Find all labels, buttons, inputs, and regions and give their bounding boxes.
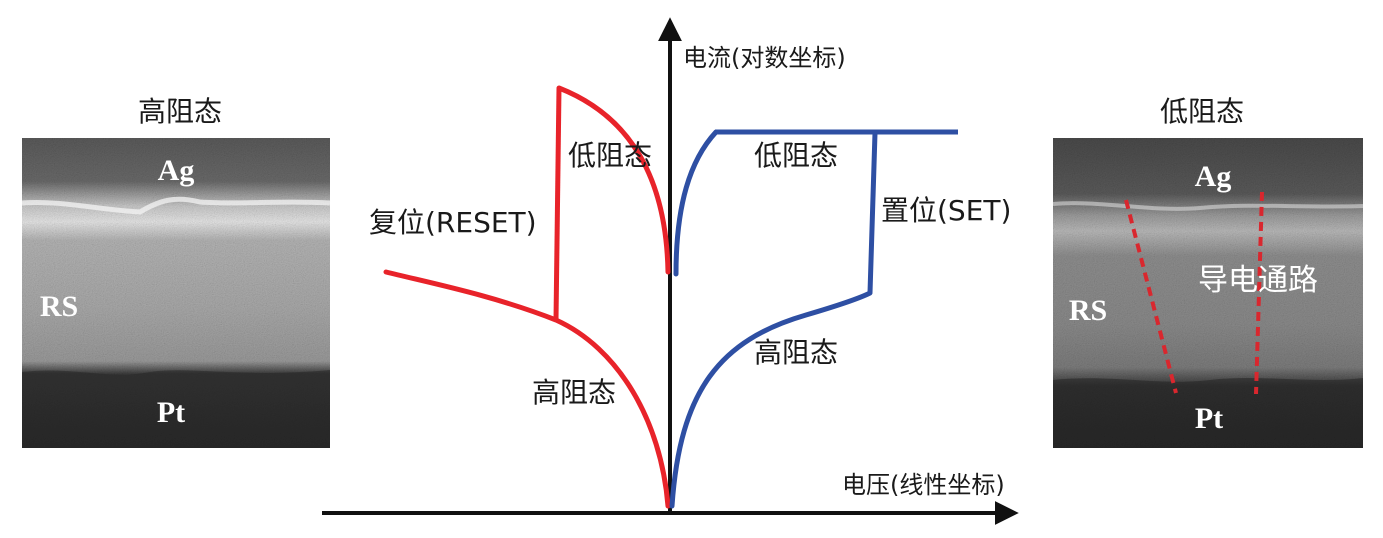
tem-pt-layer-right	[1053, 378, 1363, 448]
set-label: 置位(SET)	[881, 194, 1011, 227]
reset-label: 复位(RESET)	[369, 206, 537, 239]
tem-label-pt: Pt	[157, 396, 185, 429]
reset-low-state-label: 低阻态	[568, 139, 652, 172]
tem-panel-low-resistance: 低阻态 Ag RS Pt 导电通路	[1052, 95, 1364, 448]
reset-high-state-label: 高阻态	[532, 376, 616, 409]
voltage-axis-label: 电压(线性坐标)	[842, 471, 1005, 499]
reset-switch-line	[553, 87, 562, 321]
current-axis-label: 电流(对数坐标)	[683, 44, 846, 72]
set-curve-low-state	[673, 129, 719, 277]
tem-label-ag-right: Ag	[1195, 160, 1232, 193]
low-resistance-title: 低阻态	[1160, 95, 1244, 128]
tem-label-pt-right: Pt	[1195, 402, 1223, 435]
iv-curve-diagram: 电流(对数坐标) 电压(线性坐标) 复位(RESET) 低阻态 高阻态 置位(S…	[322, 17, 1019, 525]
reset-curve-low-state	[556, 85, 671, 275]
high-resistance-title: 高阻态	[138, 95, 222, 128]
set-high-state-label: 高阻态	[754, 336, 838, 369]
tem-interface-ag	[21, 196, 331, 215]
set-switch-line	[867, 132, 878, 294]
tem-label-rs-right: RS	[1069, 294, 1107, 327]
reset-curve-high-state	[383, 269, 671, 509]
conductive-path-label: 导电通路	[1198, 263, 1318, 298]
tem-interface-ag-right	[1052, 201, 1364, 211]
set-curve-high-state	[669, 290, 873, 509]
filament-boundary-left	[1124, 199, 1178, 394]
filament-boundary-right	[1254, 191, 1264, 395]
tem-pt-layer	[22, 370, 330, 448]
tem-label-ag: Ag	[158, 154, 195, 187]
set-low-state-label: 低阻态	[754, 139, 838, 172]
tem-label-rs: RS	[40, 290, 78, 323]
tem-panel-high-resistance: 高阻态 Ag RS Pt	[21, 95, 331, 448]
